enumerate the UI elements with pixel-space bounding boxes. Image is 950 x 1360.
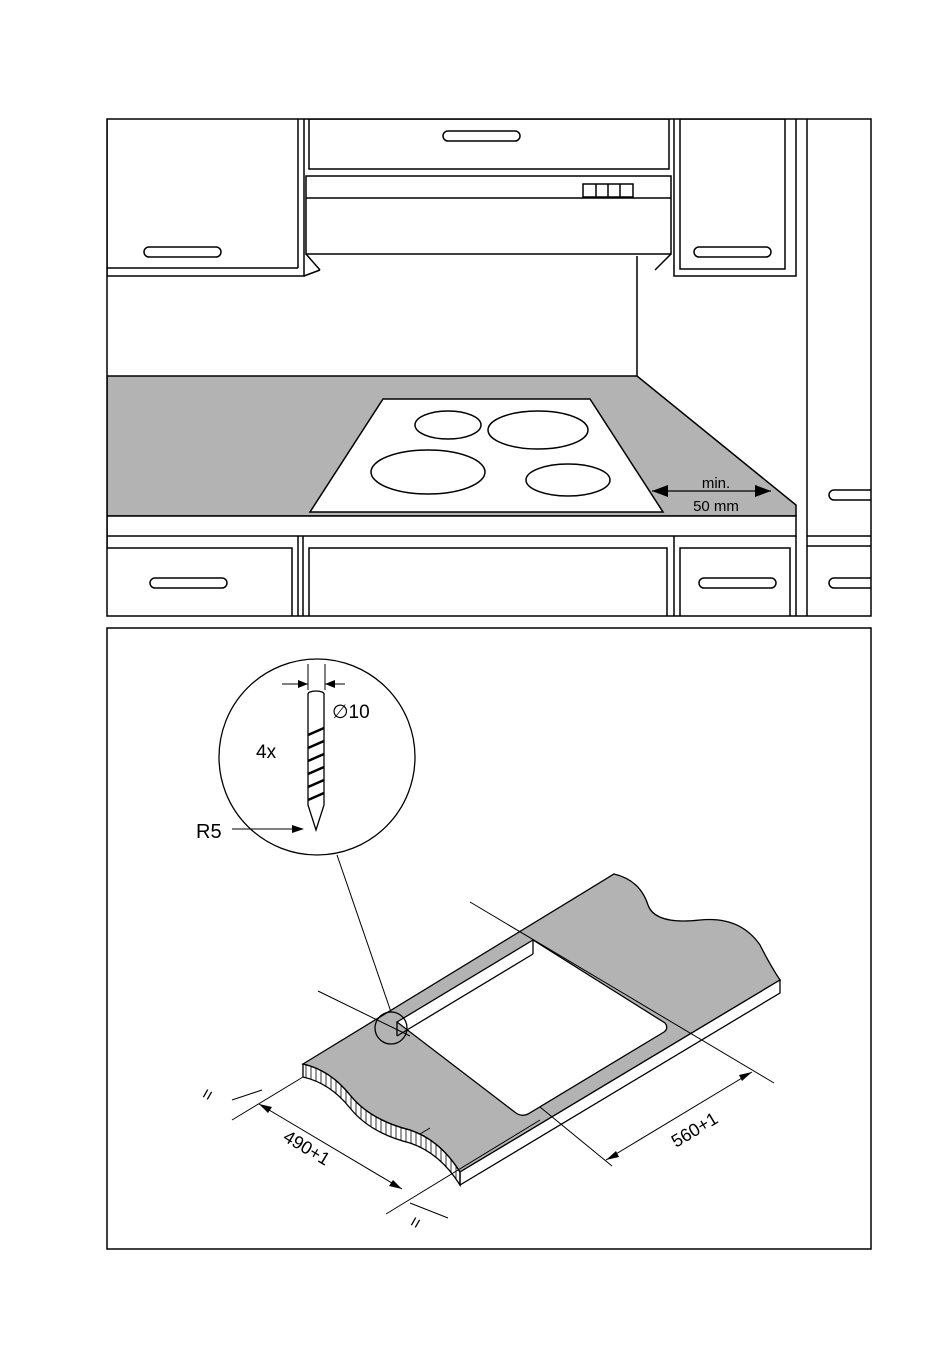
upper-right-cabinet [674, 119, 796, 276]
depth-dimension-label: 560+1 [668, 1108, 722, 1151]
upper-middle-cabinet [309, 119, 669, 169]
cabinet-handle [829, 490, 906, 500]
cabinet-handle [144, 247, 221, 257]
diameter-label: ∅10 [332, 702, 370, 723]
equal-mark-left: = [196, 1085, 219, 1104]
cabinet-handle [699, 578, 776, 588]
kitchen-illustration-panel [107, 119, 906, 616]
detail-leader-line [337, 855, 391, 1012]
screw-detail-circle [219, 659, 415, 855]
radius-label: R5 [196, 821, 222, 843]
cabinet-handle [150, 578, 227, 588]
clearance-label-min: min. [702, 475, 730, 492]
upper-left-cabinet [107, 119, 304, 276]
cabinet-handle [829, 578, 906, 588]
countertop-front-edge [107, 516, 796, 536]
lower-right-cabinet [680, 548, 790, 616]
cabinet-handle [443, 131, 520, 141]
cabinet-handle [694, 247, 771, 257]
tall-cabinet-right [796, 119, 906, 616]
equal-mark-bottom: = [404, 1213, 427, 1232]
lower-left-cabinet [107, 536, 298, 616]
lower-middle-cabinet [303, 536, 674, 616]
screw-count-label: 4x [256, 742, 277, 763]
top-panel-frame [107, 119, 871, 616]
screw-icon [308, 691, 324, 830]
range-hood [304, 176, 671, 276]
clearance-label-50mm: 50 mm [693, 498, 739, 515]
